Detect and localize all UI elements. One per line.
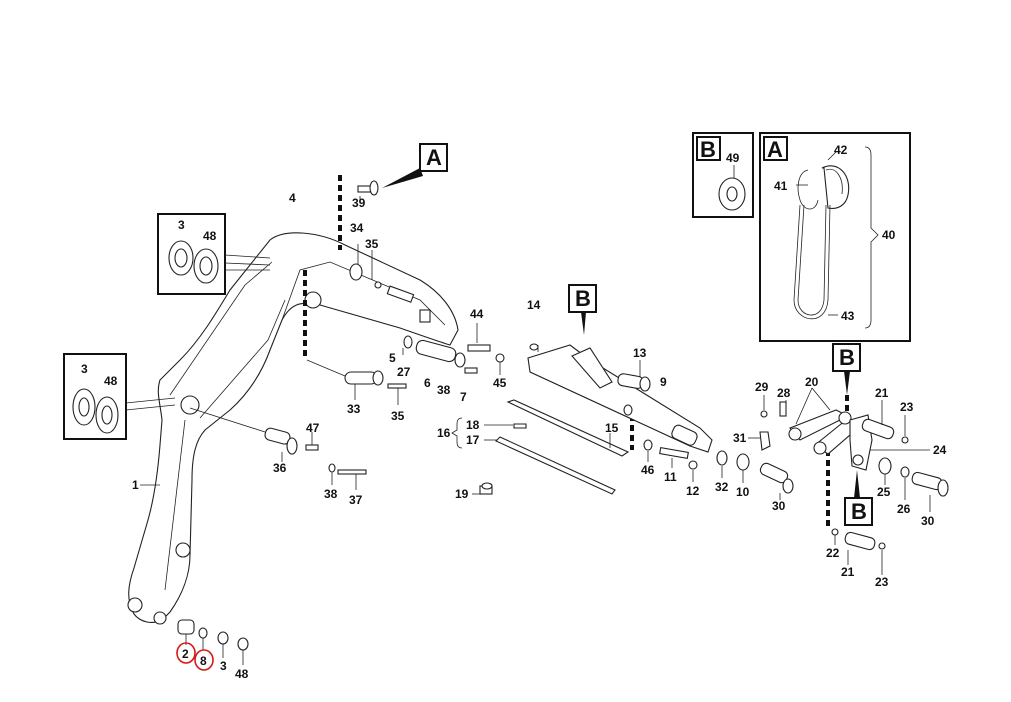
- callout-letter-b-right-bottom: B: [851, 499, 867, 524]
- part-label: 11: [664, 470, 677, 484]
- part-label: 48: [104, 374, 118, 388]
- part-label: 5: [389, 351, 396, 365]
- pin-13: [617, 360, 651, 392]
- part-label: 19: [455, 487, 469, 501]
- part-label: 38: [324, 487, 338, 501]
- callout-b-right-top: [832, 343, 861, 395]
- part-label: 24: [933, 443, 947, 457]
- part-label: 16: [437, 426, 451, 440]
- part-label: 35: [391, 409, 405, 423]
- callout-letter-a-top: A: [426, 145, 442, 170]
- pin-36: [189, 407, 367, 490]
- part-label: 35: [365, 237, 379, 251]
- part-label: 2: [182, 647, 189, 661]
- part-label: 45: [493, 376, 507, 390]
- part-label: 34: [350, 221, 364, 235]
- callout-letter-b-inset: B: [700, 137, 716, 162]
- pins-28-29: [760, 395, 787, 418]
- part-label: 9: [660, 375, 667, 389]
- part-label: 41: [774, 179, 788, 193]
- part-label: 12: [686, 484, 700, 498]
- part-label: 15: [605, 421, 619, 435]
- part-label: 30: [772, 499, 786, 513]
- link-20: [788, 387, 859, 455]
- part-label: 18: [466, 418, 480, 432]
- arm-link-9: [527, 343, 713, 453]
- part-label: 29: [755, 380, 769, 394]
- highlight-part-2: [176, 642, 196, 664]
- pin-group-32-10-30: [716, 450, 794, 500]
- part-label: 3: [220, 659, 227, 673]
- pin-33: [306, 359, 407, 405]
- part-label: 23: [875, 575, 889, 589]
- part-label: 33: [347, 402, 361, 416]
- part-label: 4: [289, 191, 296, 205]
- part-label: 10: [736, 485, 750, 499]
- part-label: 46: [641, 463, 655, 477]
- part-label: 3: [81, 362, 88, 376]
- part-label: 25: [877, 485, 891, 499]
- part-label: 49: [726, 151, 740, 165]
- part-label: 48: [235, 667, 249, 681]
- rod-17: [484, 423, 616, 495]
- part-label: 22: [826, 546, 840, 560]
- part-label: 6: [424, 376, 431, 390]
- pins-25-26-30: [878, 457, 949, 512]
- inset-washers-lower: [63, 353, 176, 440]
- callout-letter-a-inset: A: [767, 137, 783, 162]
- part-label: 20: [805, 375, 819, 389]
- part-label: 26: [897, 502, 911, 516]
- part-label: 17: [466, 433, 480, 447]
- part-label: 40: [882, 228, 896, 242]
- part-label: 37: [349, 493, 363, 507]
- part-label: 30: [921, 514, 935, 528]
- part-label: 21: [875, 386, 889, 400]
- highlight-part-8: [194, 649, 214, 671]
- part-label: 1: [132, 478, 139, 492]
- part-label: 8: [200, 654, 207, 668]
- pin-39: [357, 180, 379, 200]
- part-label: 21: [841, 565, 855, 579]
- callout-letter-b-mid: B: [575, 286, 591, 311]
- part-label: 23: [900, 400, 914, 414]
- part-label: 7: [460, 390, 467, 404]
- part-label: 39: [352, 196, 366, 210]
- part-label: 31: [733, 431, 747, 445]
- plate-15: [506, 399, 630, 457]
- callout-b-right-bottom: [844, 470, 873, 526]
- part-label: 36: [273, 461, 287, 475]
- part-label: 38: [437, 383, 451, 397]
- part-label: 28: [777, 386, 791, 400]
- callout-b-mid: [568, 284, 597, 335]
- part-label: 14: [527, 298, 541, 312]
- callout-a-top: [382, 143, 448, 188]
- pins-21-23-upper: [861, 400, 909, 444]
- inset-washers-upper: [157, 213, 271, 295]
- pins-22-21-23-lower: [831, 528, 886, 575]
- boom: [127, 232, 459, 625]
- part-label: 43: [841, 309, 855, 323]
- brace-16: [451, 417, 463, 449]
- part-label: 44: [470, 307, 484, 321]
- part-label: 27: [397, 365, 411, 379]
- part-label: 48: [203, 229, 217, 243]
- part-label: 42: [834, 143, 848, 157]
- part-labels: 1 2 8 3 48 4 39 34 35 3 48 3 48 5 27 6 3…: [81, 143, 947, 681]
- callout-letter-b-right-top: B: [839, 345, 855, 370]
- bushing-34-35: [349, 244, 382, 289]
- inset-b: [692, 132, 754, 218]
- part-label: 32: [715, 480, 729, 494]
- boom-foot-pin-parts: [140, 484, 249, 665]
- pin-group-center: [402, 323, 505, 375]
- part-label: 13: [633, 346, 647, 360]
- clip-31: [748, 431, 771, 451]
- part-label: 47: [306, 421, 320, 435]
- part-label: 3: [178, 218, 185, 232]
- inset-a: [759, 132, 911, 342]
- pin-group-46-11-12: [643, 439, 698, 482]
- pin-19: [472, 482, 493, 495]
